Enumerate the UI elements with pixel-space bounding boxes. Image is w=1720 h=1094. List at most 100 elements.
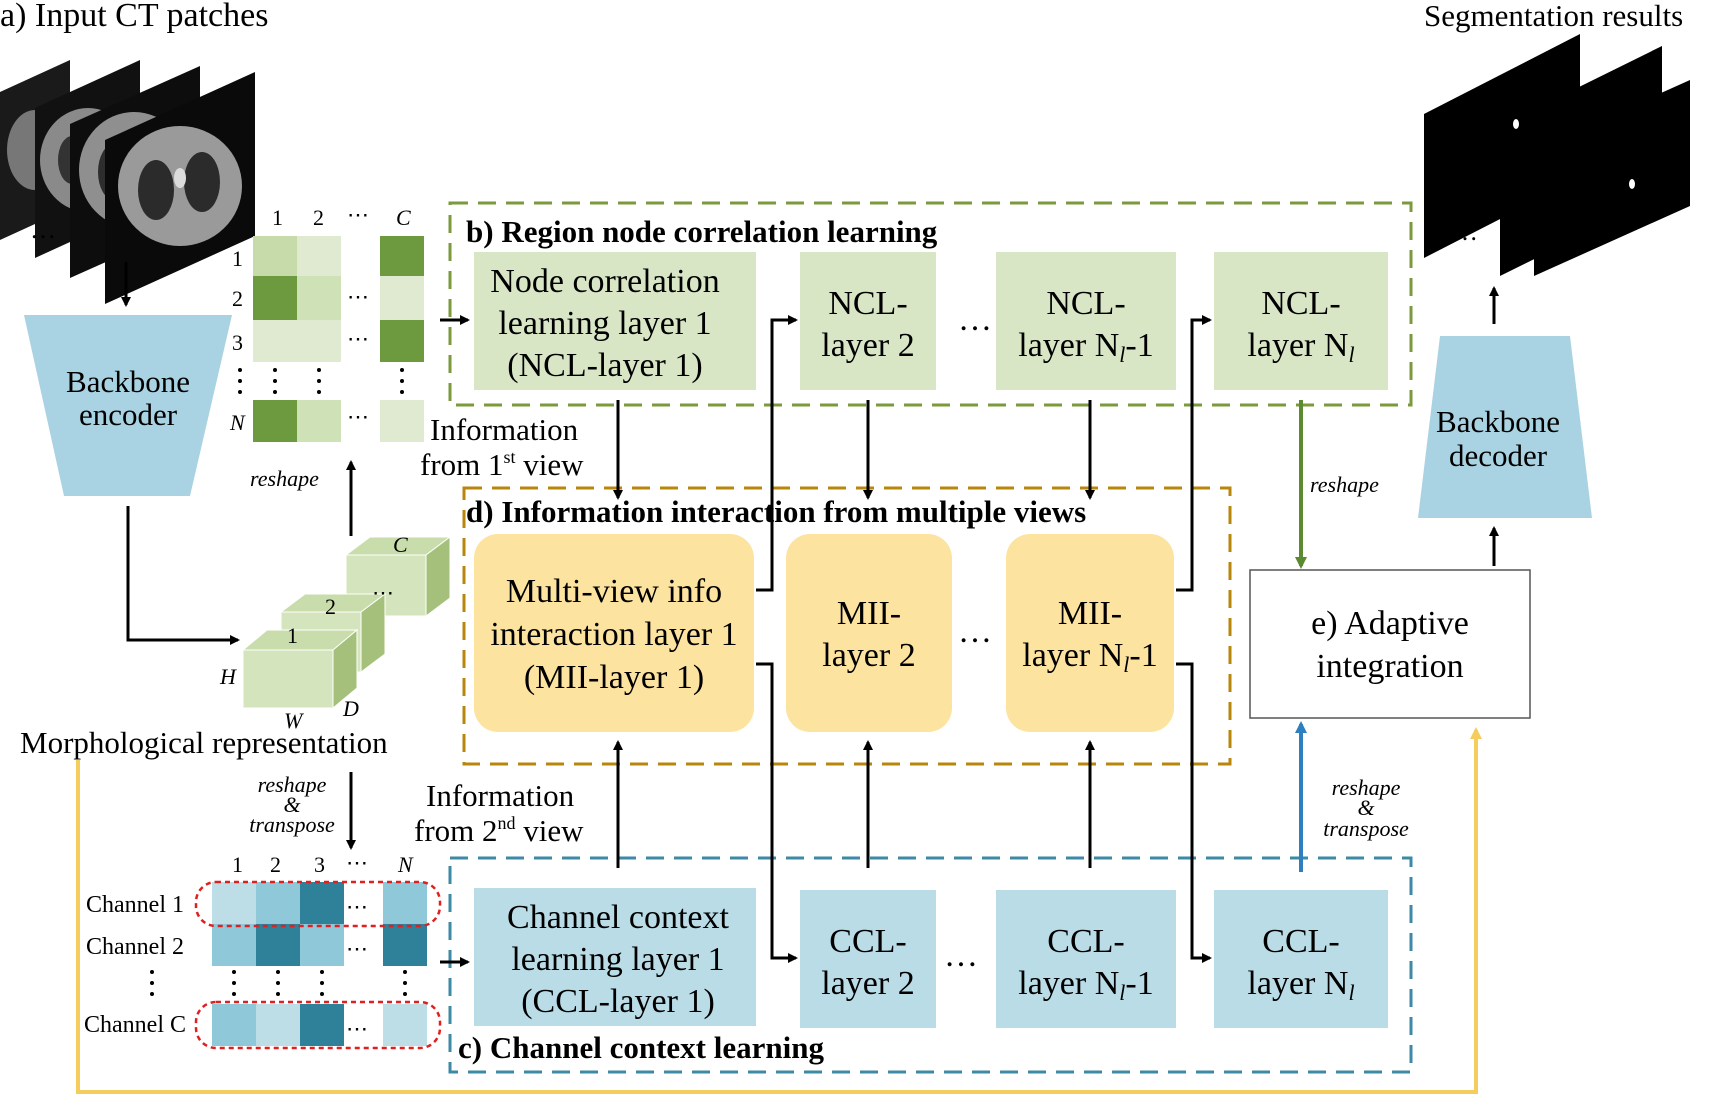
encoder-label-2: encoder bbox=[79, 397, 178, 432]
ncl1-l2: learning layer 1 bbox=[498, 305, 711, 342]
info2-l2: from 2nd view bbox=[414, 813, 584, 848]
ncl-ellipsis: … bbox=[958, 301, 992, 338]
ncl1-l1: Node correlation bbox=[490, 263, 719, 300]
ccl-layer-nl bbox=[1214, 890, 1388, 1028]
ccl3-l1: CCL- bbox=[1047, 923, 1124, 960]
reshape-label-top: reshape bbox=[250, 466, 319, 491]
matrix-bot-row-2: Channel 2 bbox=[86, 934, 184, 960]
matrix-bot-col-1: 1 bbox=[232, 852, 243, 877]
ncl3-l2: layer Nl-1 bbox=[1018, 327, 1153, 367]
backbone-encoder bbox=[24, 315, 232, 496]
cube-label-h: H bbox=[219, 664, 237, 689]
matrix-bot-row-1: Channel 1 bbox=[86, 892, 184, 918]
matrix-top-row-1: 1 bbox=[232, 246, 243, 271]
segmentation-masks bbox=[1424, 34, 1690, 276]
b-title: b) Region node correlation learning bbox=[466, 214, 938, 249]
matrix-bot-dots-r3: ⋯ bbox=[346, 1016, 368, 1041]
ccl-ellipsis: … bbox=[944, 937, 978, 974]
ncl2-l2: layer 2 bbox=[821, 327, 914, 364]
rt-blue-3: transpose bbox=[1323, 816, 1409, 841]
skip-connection bbox=[76, 727, 1482, 1094]
ccl1-l2: learning layer 1 bbox=[511, 941, 724, 978]
matrix-bot-col-3: 3 bbox=[314, 852, 325, 877]
mii1-l1: Multi-view info bbox=[506, 573, 722, 610]
ccl-layer-1 bbox=[474, 888, 756, 1026]
matrix-top-col-2: 2 bbox=[313, 205, 324, 230]
ccl3-l2: layer Nl-1 bbox=[1018, 965, 1153, 1005]
info1-l1: Information bbox=[430, 412, 579, 447]
output-title: Segmentation results bbox=[1424, 0, 1683, 33]
matrix-bot-dots-r2: ⋯ bbox=[346, 936, 368, 961]
matrix-bot-row-c: Channel C bbox=[84, 1012, 186, 1038]
arrow-mii1-ncl2 bbox=[756, 315, 798, 592]
mii3-l1: MII- bbox=[1058, 595, 1122, 632]
rt-label-1: reshape bbox=[258, 772, 327, 797]
rt-label-2: & bbox=[283, 792, 301, 817]
matrix-top-dots-r3: ⋯ bbox=[347, 404, 369, 429]
matrix-top-col-dots: ⋯ bbox=[347, 202, 369, 227]
matrix-top-row-n: N bbox=[229, 410, 246, 435]
ncl3-l1: NCL- bbox=[1046, 285, 1125, 322]
ccl1-l1: Channel context bbox=[507, 899, 729, 936]
d-title: d) Information interaction from multiple… bbox=[466, 494, 1086, 529]
adaptive-l1: e) Adaptive bbox=[1311, 605, 1469, 642]
matrix-bot-dots-r1: ⋯ bbox=[346, 894, 368, 919]
ncl4-l1: NCL- bbox=[1261, 285, 1340, 322]
adaptive-l2: integration bbox=[1316, 648, 1463, 685]
region-d-border bbox=[462, 486, 1232, 766]
cube-label-2: 2 bbox=[325, 594, 336, 619]
ccl2-l2: layer 2 bbox=[821, 965, 914, 1002]
ncl-layer-1 bbox=[474, 252, 756, 390]
arrow-mii3-ccl4 bbox=[1176, 662, 1212, 963]
rt-label-3: transpose bbox=[249, 812, 335, 837]
mii2-l1: MII- bbox=[837, 595, 901, 632]
arrow-mii1-ccl2 bbox=[756, 662, 798, 963]
matrix-top-dots-r1: ⋯ bbox=[347, 284, 369, 309]
ccl2-l1: CCL- bbox=[829, 923, 906, 960]
matrix-top-col-1: 1 bbox=[272, 205, 283, 230]
c-title: c) Channel context learning bbox=[458, 1030, 824, 1065]
matrix-top-col-c: C bbox=[396, 205, 411, 230]
ncl4-l2: layer Nl bbox=[1247, 327, 1354, 367]
matrix-bot-col-dots: ⋯ bbox=[346, 850, 368, 875]
mii-layer-nl-1 bbox=[1006, 534, 1174, 732]
matrix-top-vdots bbox=[238, 368, 404, 394]
patch-ellipsis: … bbox=[30, 215, 56, 244]
output-ellipsis: … bbox=[1452, 217, 1478, 246]
cube-label-1: 1 bbox=[287, 623, 298, 648]
ccl-layer-2 bbox=[800, 890, 936, 1028]
cube-dots: ⋯ bbox=[372, 580, 394, 605]
arrow-encoder-cube bbox=[126, 506, 240, 645]
ncl2-l1: NCL- bbox=[828, 285, 907, 322]
matrix-top bbox=[253, 236, 424, 442]
matrix-bottom-vdots bbox=[150, 970, 407, 996]
cube-label-d: D bbox=[342, 696, 359, 721]
decoder-label-2: decoder bbox=[1449, 438, 1548, 473]
mii1-l3: (MII-layer 1) bbox=[524, 659, 704, 696]
cube-label-w: W bbox=[284, 708, 304, 733]
mii1-l2: interaction layer 1 bbox=[490, 616, 737, 653]
ccl4-l2: layer Nl bbox=[1247, 965, 1354, 1005]
mii-layer-1 bbox=[474, 534, 754, 732]
morph-cubes bbox=[241, 536, 452, 710]
backbone-decoder bbox=[1418, 336, 1592, 518]
rt-blue-2: & bbox=[1357, 795, 1375, 820]
reshape-label-green: reshape bbox=[1310, 472, 1379, 497]
mii3-l2: layer Nl-1 bbox=[1022, 637, 1157, 677]
matrix-top-row-2: 2 bbox=[232, 286, 243, 311]
mii2-l2: layer 2 bbox=[822, 637, 915, 674]
matrix-bottom bbox=[194, 880, 442, 1050]
region-b-border bbox=[448, 201, 1413, 407]
rt-blue-1: reshape bbox=[1332, 775, 1401, 800]
ct-patches bbox=[0, 60, 255, 304]
matrix-top-row-3: 3 bbox=[232, 330, 243, 355]
morph-label: Morphological representation bbox=[20, 725, 388, 760]
ccl1-l3: (CCL-layer 1) bbox=[521, 983, 715, 1020]
mii-ellipsis: … bbox=[958, 613, 992, 650]
ncl-layer-nl-1 bbox=[996, 252, 1176, 390]
input-title: a) Input CT patches bbox=[0, 0, 268, 34]
encoder-label-1: Backbone bbox=[66, 364, 190, 399]
matrix-bot-col-2: 2 bbox=[270, 852, 281, 877]
matrix-top-dots-r2: ⋯ bbox=[347, 326, 369, 351]
